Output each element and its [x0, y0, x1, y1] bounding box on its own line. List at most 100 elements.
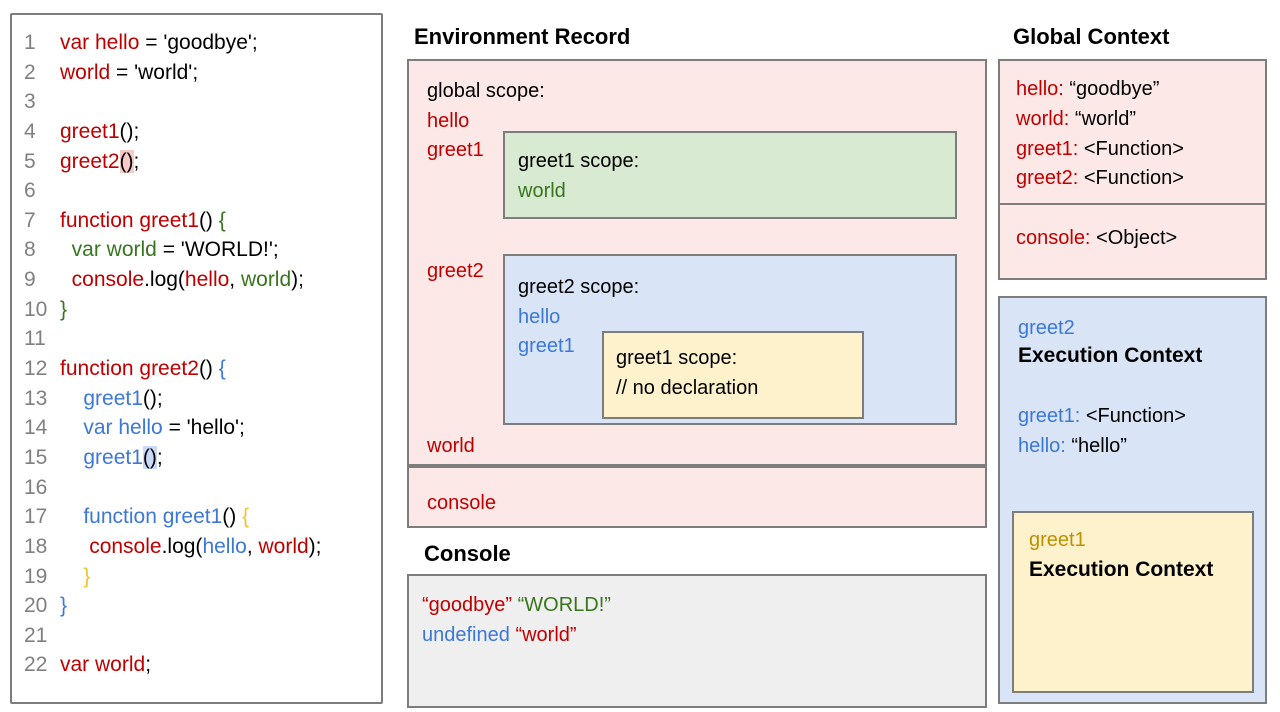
code-text: console.log(hello, world); [60, 265, 304, 295]
code-token: = 'hello'; [162, 416, 245, 440]
greet2-execution-context-box: greet2 Execution Context greet1: <Functi… [998, 296, 1267, 704]
code-token [60, 238, 72, 261]
console-binding-box: console [407, 466, 987, 528]
line-number: 18 [24, 534, 48, 558]
global-context-console: console: <Object> [1000, 205, 1265, 254]
entry-key: console: [1016, 227, 1097, 249]
code-token: { [242, 505, 250, 529]
entry-value: “goodbye” [1069, 78, 1160, 100]
line-number: 7 [24, 208, 36, 232]
context-entry: hello: “hello” [1018, 432, 1186, 462]
code-token: } [60, 594, 68, 618]
code-token: () [119, 149, 134, 173]
code-line: 13 greet1(); [24, 384, 381, 414]
entry-key: greet1: [1018, 405, 1086, 427]
line-number: 14 [24, 416, 48, 440]
code-token [60, 446, 83, 469]
context-entry: greet1: <Function> [1018, 402, 1186, 432]
code-text: function greet1() { [60, 502, 249, 532]
code-token: , [229, 268, 241, 292]
global-context-title: Global Context [1013, 24, 1170, 49]
entry-value: “world” [1074, 107, 1137, 130]
code-text: var world = 'WORLD!'; [60, 235, 279, 265]
global-scope-box: global scope: hello greet1 greet1 scope:… [407, 59, 987, 466]
inner-greet1-scope-box: greet1 scope: // no declaration [602, 331, 864, 419]
entry-value: “hello” [1071, 434, 1127, 457]
code-line: 11 [24, 324, 381, 354]
code-token [60, 268, 72, 291]
code-token: “WORLD!” [517, 594, 611, 616]
code-text: greet1(); [60, 384, 163, 414]
code-text: function greet2() { [60, 354, 226, 384]
line-number: 12 [24, 357, 48, 381]
global-scope-lines: global scope: hello greet1 [427, 77, 545, 166]
code-token: , [246, 534, 259, 558]
code-token: undefined [422, 624, 510, 646]
code-token: ; [156, 445, 163, 469]
code-token: () [198, 208, 219, 232]
code-token: hello [202, 534, 247, 558]
console-output-box: “goodbye” “WORLD!” undefined “world” [407, 574, 987, 708]
console-output-line-2: undefined “world” [422, 620, 985, 650]
entry-value: <Function> [1083, 137, 1184, 160]
code-text: var hello = 'hello'; [60, 413, 245, 443]
code-line: 14 var hello = 'hello'; [24, 413, 381, 443]
code-line: 17 function greet1() { [24, 502, 381, 532]
inner-greet1-scope-comment: // no declaration [616, 376, 759, 399]
code-line: 10} [24, 295, 381, 325]
line-number: 21 [24, 623, 48, 647]
environment-record-title: Environment Record [414, 24, 631, 49]
code-token: ; [145, 653, 152, 677]
code-token: var world [60, 653, 146, 677]
code-token: “world” [515, 624, 577, 646]
code-token: = 'world'; [110, 60, 199, 84]
code-token [60, 535, 89, 558]
code-text: } [60, 295, 67, 325]
code-token: { [218, 357, 226, 381]
entry-key: hello: [1016, 78, 1070, 100]
code-token: greet2 [60, 149, 120, 173]
line-number: 1 [24, 31, 36, 54]
code-token: () [222, 505, 243, 529]
code-text: } [60, 562, 90, 592]
greet1-context-name: greet1 [1029, 529, 1086, 551]
code-token: } [83, 564, 91, 588]
entry-key: greet1: [1016, 137, 1084, 160]
code-token: .log( [161, 534, 203, 558]
code-line: 16 [24, 473, 381, 503]
console-binding-label: console [427, 492, 496, 514]
global-scope-var-greet2: greet2 [427, 260, 484, 282]
code-token: var hello [60, 31, 140, 54]
code-line: 19 } [24, 562, 381, 592]
context-entry: console: <Object> [1016, 224, 1265, 254]
code-token: (); [142, 386, 163, 410]
code-token: console [89, 534, 162, 558]
global-scope-var-greet1: greet1 [427, 139, 484, 162]
greet1-scope-label: greet1 scope: [518, 150, 640, 172]
code-token: = 'WORLD!'; [156, 238, 279, 262]
line-number: 6 [24, 179, 36, 203]
code-token [60, 565, 83, 588]
code-token: greet1 [83, 445, 143, 469]
context-entry: world: “world” [1016, 105, 1265, 135]
global-scope-label: global scope: [427, 80, 545, 102]
line-number: 3 [24, 90, 36, 114]
code-token: world [258, 534, 309, 558]
line-number: 2 [24, 60, 36, 84]
code-text: console.log(hello, world); [60, 532, 321, 562]
line-number: 5 [24, 149, 36, 173]
line-number: 4 [24, 119, 36, 143]
code-token: greet1 [60, 119, 120, 143]
global-scope-var-world: world [427, 435, 475, 457]
global-scope-var-hello: hello [427, 109, 470, 132]
code-token: function greet1 [83, 505, 223, 529]
code-line: 15 greet1(); [24, 443, 381, 473]
line-number: 20 [24, 594, 48, 618]
greet2-scope-var-hello: hello [518, 305, 561, 328]
code-token [60, 387, 83, 410]
